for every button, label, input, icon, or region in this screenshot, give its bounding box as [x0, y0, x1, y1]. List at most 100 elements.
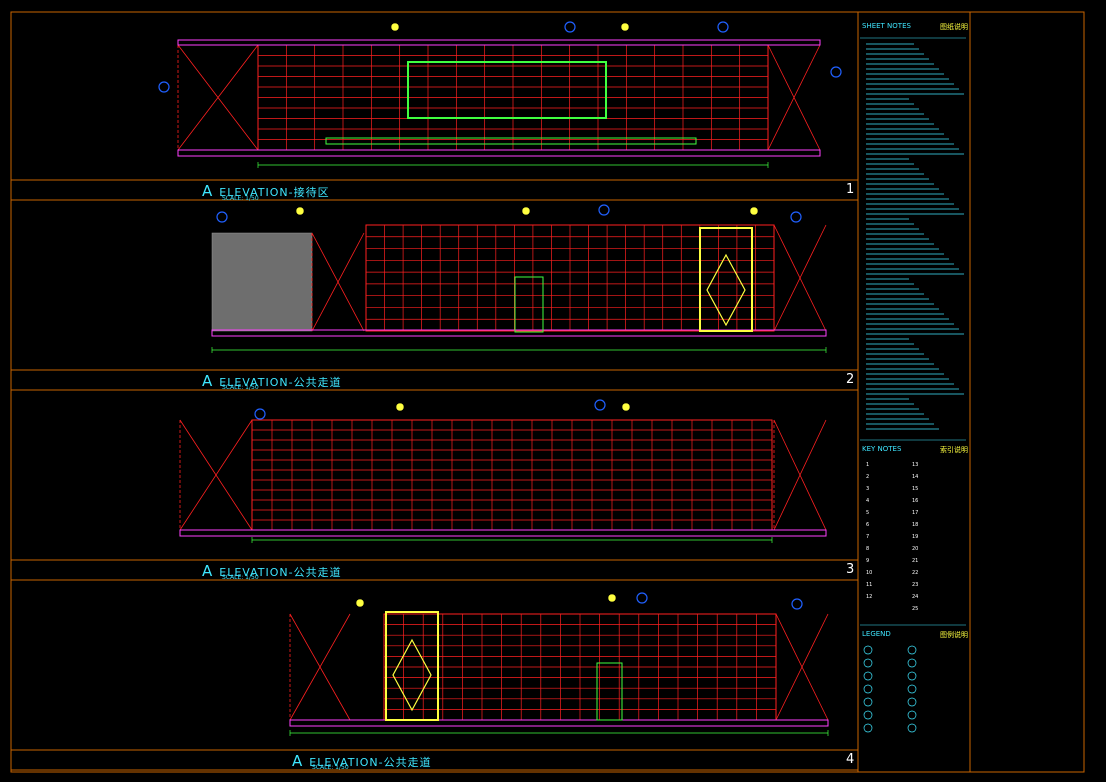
key-note-number: 14	[912, 474, 919, 480]
elevation-4-name: ELEVATION-公共走道	[309, 756, 432, 769]
e2-marker-3	[749, 206, 759, 216]
legend-symbol	[863, 710, 873, 720]
elevation-3-prefix: A	[202, 562, 214, 580]
elevation-3-name: ELEVATION-公共走道	[219, 566, 342, 579]
e4-callout-mid	[636, 592, 648, 604]
key-note-number: 19	[912, 534, 919, 540]
key-note-number: 22	[912, 570, 919, 576]
elevation-2-scale: SCALE: 1/50	[222, 384, 259, 391]
key-note-number: 4	[866, 498, 870, 504]
e2-xbox-right-diag-b	[773, 224, 827, 332]
elevation-1-title: A ELEVATION-接待区	[202, 182, 330, 200]
legend-symbol	[907, 697, 917, 707]
e4-xbox-left-diag-b	[289, 613, 351, 721]
legend-symbol	[907, 645, 917, 655]
elevation-3-number: 3	[846, 562, 855, 577]
e3-xbox-left-diag-b	[179, 419, 253, 531]
key-note-number: 25	[912, 606, 919, 612]
e1-callout-top-2	[717, 21, 729, 33]
e1-floor-line	[177, 149, 821, 157]
legend-symbol	[863, 697, 873, 707]
sheet-notes-cn: 图纸说明	[940, 23, 968, 31]
e2-marker-2	[521, 206, 531, 216]
e2-callout-left	[216, 211, 228, 223]
e1-marker	[390, 22, 400, 32]
key-note-number: 20	[912, 546, 919, 552]
elevation-4-title: A ELEVATION-公共走道	[292, 752, 432, 770]
e1-callout-left	[158, 81, 170, 93]
e3-marker	[395, 402, 405, 412]
e2-display-niche	[514, 276, 544, 333]
e2-marker	[295, 206, 305, 216]
e2-callout-right	[790, 211, 802, 223]
e2-perforated-panel	[211, 232, 313, 332]
e4-floor-line	[289, 719, 829, 727]
legend-title: LEGEND	[862, 630, 891, 638]
e1-ceiling-line	[177, 39, 821, 46]
sheet-frame	[10, 11, 1085, 773]
key-notes-title: KEY NOTES	[862, 445, 902, 453]
elevation-1-name: ELEVATION-接待区	[219, 186, 330, 199]
e1-callout-top	[564, 21, 576, 33]
e3-xbox-right-diag-b	[773, 419, 827, 531]
e3-callout-left	[254, 408, 266, 420]
elevation-1-scale: SCALE: 1/50	[222, 195, 259, 202]
key-note-number: 24	[912, 594, 919, 600]
legend-symbol	[863, 684, 873, 694]
e4-marker	[355, 598, 365, 608]
key-note-number: 21	[912, 558, 919, 564]
e3-floor-line	[179, 529, 827, 537]
legend-symbol	[863, 645, 873, 655]
e2-floor-line	[211, 329, 827, 337]
e4-door-diamond	[392, 638, 432, 712]
e4-xbox-right-diag-b	[775, 613, 829, 721]
legend-symbol	[907, 658, 917, 668]
key-note-number: 3	[866, 486, 870, 492]
e1-xbox-left-diag-b	[177, 44, 259, 151]
elevation-4-number: 4	[846, 752, 855, 767]
legend-symbol	[907, 723, 917, 733]
elevation-4-scale: SCALE: 1/50	[312, 764, 349, 771]
elevation-2-title: A ELEVATION-公共走道	[202, 372, 342, 390]
key-note-number: 9	[866, 558, 870, 564]
e4-door	[385, 611, 439, 721]
elevation-2-number: 2	[846, 372, 855, 387]
e4-display-niche	[596, 662, 623, 721]
elevation-3-title: A ELEVATION-公共走道	[202, 562, 342, 580]
e2-xbox-left-diag-b	[311, 232, 365, 332]
elevation-1-number: 1	[846, 182, 855, 197]
legend-symbol	[907, 684, 917, 694]
key-note-number: 1	[866, 462, 870, 468]
legend-symbol	[907, 671, 917, 681]
key-note-number: 18	[912, 522, 919, 528]
e2-callout-mid	[598, 204, 610, 216]
key-notes-cn: 索引说明	[940, 446, 968, 454]
legend-symbol	[907, 710, 917, 720]
legend-symbol	[863, 723, 873, 733]
e1-feature-panel	[407, 61, 607, 119]
e4-callout-right	[791, 598, 803, 610]
key-note-number: 12	[866, 594, 873, 600]
key-note-number: 13	[912, 462, 919, 468]
elevation-2-name: ELEVATION-公共走道	[219, 376, 342, 389]
e1-callout-right	[830, 66, 842, 78]
sheet-notes-title: SHEET NOTES	[862, 22, 911, 30]
e3-callout-mid	[594, 399, 606, 411]
key-note-number: 23	[912, 582, 919, 588]
key-note-number: 5	[866, 510, 870, 516]
key-note-number: 17	[912, 510, 919, 516]
key-note-number: 15	[912, 486, 919, 492]
key-note-number: 7	[866, 534, 870, 540]
key-note-number: 16	[912, 498, 919, 504]
elevation-1-prefix: A	[202, 182, 214, 200]
e3-marker-2	[621, 402, 631, 412]
e2-door-diamond	[706, 253, 746, 327]
e1-xbox-right-diag-b	[767, 44, 821, 151]
elevation-4-prefix: A	[292, 752, 304, 770]
key-note-number: 11	[866, 582, 873, 588]
elevation-2-prefix: A	[202, 372, 214, 390]
key-note-number: 2	[866, 474, 870, 480]
legend-symbol	[863, 671, 873, 681]
e1-marker-2	[620, 22, 630, 32]
